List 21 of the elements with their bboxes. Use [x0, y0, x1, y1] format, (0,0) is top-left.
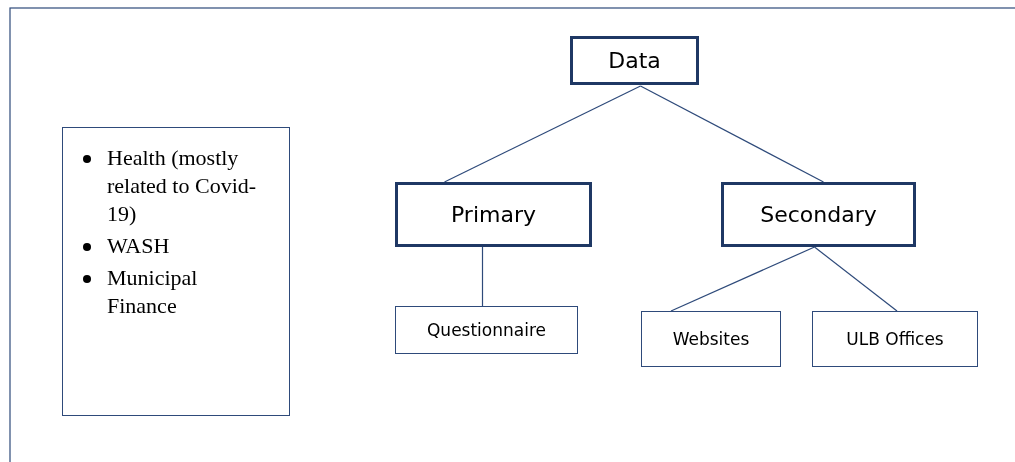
- process-box: [570, 36, 699, 85]
- node-label: Data: [608, 48, 661, 73]
- connector-line: [639, 85, 825, 183]
- node-label: ULB Offices: [846, 329, 944, 349]
- node-label: Websites: [672, 329, 750, 349]
- list-item-text: Health (mostly related to Covid-19): [107, 145, 257, 226]
- process-box: [812, 311, 978, 367]
- process-box: [721, 182, 916, 247]
- process-box: [395, 182, 592, 247]
- list-item-text: Municipal Finance: [107, 265, 198, 318]
- connector-line: [813, 246, 898, 312]
- connector-line: [481, 246, 484, 307]
- process-box: [395, 306, 578, 354]
- connector-line: [443, 85, 642, 183]
- process-box: [641, 311, 781, 367]
- node-label: Questionnaire: [427, 320, 546, 340]
- connector-line: [670, 246, 816, 312]
- node-label: Secondary: [760, 202, 877, 227]
- node-label: Primary: [451, 202, 536, 227]
- bullet-list-box: [62, 127, 290, 416]
- list-item-text: WASH: [107, 233, 170, 258]
